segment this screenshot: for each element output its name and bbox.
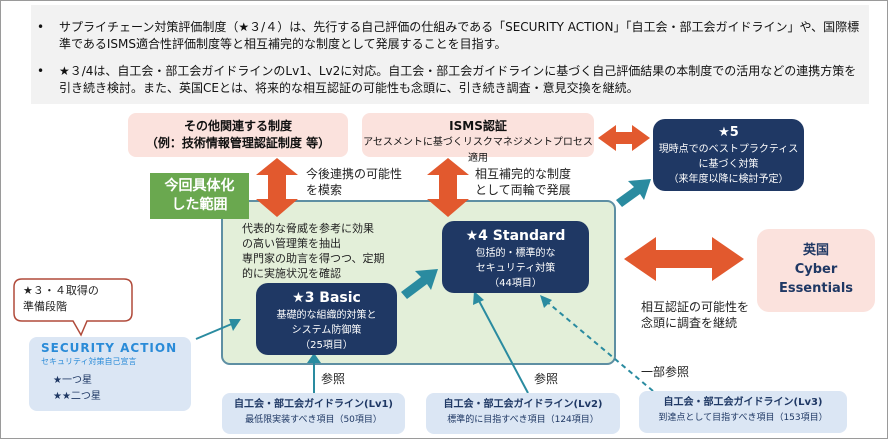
- star5-title: ★5: [718, 125, 739, 140]
- other-systems-line1: その他関連する制度: [183, 119, 292, 133]
- other-systems-box: その他関連する制度 （例：技術情報管理認証制度 等）: [128, 113, 348, 157]
- uk-box: 英国 Cyber Essentials: [757, 229, 875, 312]
- note-uk-line1: 相互認証の可能性を: [641, 300, 750, 314]
- ref-line-lv2: [477, 298, 529, 394]
- security-action-box: SECURITY ACTION セキュリティ対策自己宣言 ★一つ星 ★★二つ星: [29, 337, 191, 411]
- note-basic: 代表的な脅威を参考に効果 の高い管理策を抽出 専門家の助言を得つつ、定期 的に実…: [242, 221, 385, 281]
- guideline-lv3-title: 自工会・部工会ガイドライン(Lv3): [663, 397, 823, 408]
- bullet-text: サプライチェーン対策評価制度（★３/４）は、先行する自己評価の仕組みである「SE…: [59, 20, 860, 51]
- note-mutual: 相互補完的な制度 として両輪で発展: [475, 166, 571, 198]
- star3-line3: （25項目）: [300, 340, 353, 351]
- ref-label-lv3: 一部参照: [641, 365, 690, 379]
- star3-line2: システム防御策: [291, 325, 362, 336]
- guideline-lv2-title: 自工会・部工会ガイドライン(Lv2): [443, 399, 603, 410]
- note-basic-line4: 的に実施状況を確認: [242, 267, 341, 280]
- star4-line1: 包括的・標準的な: [475, 248, 556, 259]
- guideline-lv3-box: 自工会・部工会ガイドライン(Lv3) 到達点として目指すべき項目（153項目）: [639, 391, 847, 433]
- note-future-line2: を模索: [306, 183, 343, 197]
- security-action-subtitle: セキュリティ対策自己宣言: [41, 357, 137, 366]
- security-action-star1: ★一つ星: [53, 375, 92, 386]
- uk-line1: 英国: [802, 243, 829, 258]
- bullet-1: • サプライチェーン対策評価制度（★３/４）は、先行する自己評価の仕組みである「…: [37, 19, 865, 53]
- star3-line1: 基礎的な組織的対策と: [276, 310, 377, 321]
- star4-line3: （44項目）: [489, 278, 542, 289]
- callout-line1: ★３・４取得の: [23, 284, 99, 297]
- bullet-mark: •: [37, 64, 45, 78]
- security-action-title: SECURITY ACTION: [41, 341, 178, 355]
- note-basic-line3: 専門家の助言を得つつ、定期: [242, 252, 385, 265]
- note-mutual-line2: として両輪で発展: [475, 183, 571, 197]
- ref-label-lv1: 参照: [321, 372, 346, 386]
- double-arrow-left: [256, 158, 298, 217]
- note-uk: 相互認証の可能性を 念頭に調査を継続: [641, 299, 749, 331]
- guideline-lv2-subtitle: 標準的に目指すべき項目（124項目）: [447, 415, 599, 425]
- note-basic-line2: の高い管理策を抽出: [242, 237, 341, 250]
- guideline-lv1-subtitle: 最低限実装すべき項目（50項目）: [245, 415, 382, 425]
- guideline-lv1-title: 自工会・部工会ガイドライン(Lv1): [234, 399, 393, 410]
- scope-label: 今回具体化 した範囲: [150, 173, 249, 219]
- star5-line3: （来年度以降に検討予定）: [668, 174, 789, 185]
- star5-box: ★5 現時点でのベストプラクティス に基づく対策 （来年度以降に検討予定）: [653, 119, 804, 191]
- uk-line3: Essentials: [778, 281, 854, 296]
- scope-label-line2: した範囲: [171, 197, 228, 213]
- isms-box: ISMS認証 アセスメントに基づくリスクマネジメントプロセス適用: [362, 113, 594, 164]
- star5-line1: 現時点でのベストプラクティス: [658, 144, 799, 155]
- bullet-mark: •: [37, 20, 45, 34]
- uk-line2: Cyber: [794, 262, 838, 277]
- note-basic-line1: 代表的な脅威を参考に効果: [242, 222, 374, 235]
- summary-panel: • サプライチェーン対策評価制度（★３/４）は、先行する自己評価の仕組みである「…: [31, 5, 869, 104]
- guideline-lv1-box: 自工会・部工会ガイドライン(Lv1) 最低限実装すべき項目（50項目）: [222, 393, 405, 434]
- note-mutual-line1: 相互補完的な制度: [475, 167, 572, 181]
- bullet-2: • ★３/4は、自工会・部工会ガイドラインのLv1、Lv2に対応。自工会・部工会…: [37, 63, 865, 97]
- security-action-star2: ★★二つ星: [53, 391, 101, 402]
- isms-title: ISMS認証: [449, 119, 507, 133]
- star4-box: ★4 Standard 包括的・標準的な セキュリティ対策 （44項目）: [442, 221, 589, 293]
- note-uk-line2: 念頭に調査を継続: [641, 316, 738, 330]
- star3-box: ★3 Basic 基礎的な組織的対策と システム防御策 （25項目）: [256, 283, 397, 355]
- teal-arrow-4-to-5: [616, 179, 651, 207]
- callout-line2: 準備段階: [23, 300, 67, 313]
- star5-line2: に基づく対策: [698, 159, 759, 170]
- guideline-lv3-subtitle: 到達点として目指すべき項目（153項目）: [658, 413, 828, 423]
- double-arrow-uk: [624, 237, 744, 281]
- note-future-line1: 今後連携の可能性: [306, 167, 403, 181]
- other-systems-line2: （例：技術情報管理認証制度 等）: [145, 136, 331, 150]
- note-future-link: 今後連携の可能性 を模索: [306, 166, 402, 198]
- bullet-text: ★３/4は、自工会・部工会ガイドラインのLv1、Lv2に対応。自工会・部工会ガイ…: [59, 64, 857, 95]
- isms-subtitle: アセスメントに基づくリスクマネジメントプロセス適用: [363, 137, 593, 164]
- teal-arrow-sa-to-3: [229, 319, 241, 331]
- star4-line2: セキュリティ対策: [475, 263, 556, 274]
- ref-label-lv2: 参照: [534, 372, 559, 386]
- teal-arrow-3-to-4: [401, 269, 438, 299]
- star3-title: ★3 Basic: [292, 290, 361, 306]
- guideline-lv2-box: 自工会・部工会ガイドライン(Lv2) 標準的に目指すべき項目（124項目）: [426, 393, 620, 434]
- callout-text: ★３・４取得の 準備段階: [23, 283, 99, 315]
- scope-label-line1: 今回具体化: [164, 178, 235, 194]
- callout-bubble: [13, 278, 133, 337]
- star4-title: ★4 Standard: [465, 228, 566, 244]
- double-arrow-star5: [598, 125, 650, 151]
- double-arrow-middle: [427, 158, 469, 217]
